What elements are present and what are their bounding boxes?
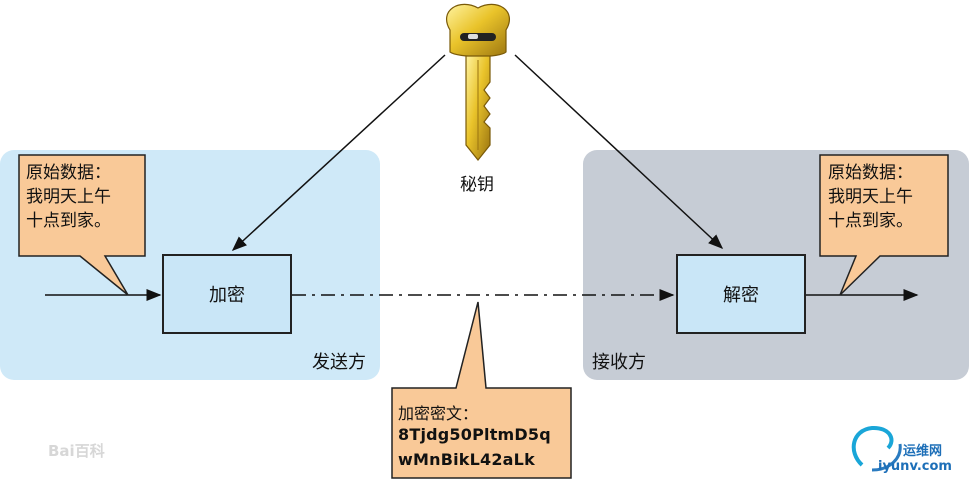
- receiver-original-data-text: 原始数据： 我明天上午 十点到家。: [828, 163, 913, 231]
- decrypt-box: 解密: [676, 254, 806, 334]
- key-to-encrypt-arrow: [231, 54, 446, 252]
- ciphertext-line-2: wMnBikL42aLk: [398, 450, 535, 469]
- receiver-callout-shape: [819, 154, 949, 296]
- decrypt-label: 解密: [723, 285, 759, 306]
- encrypt-box: 加密: [162, 254, 292, 334]
- encrypt-label: 加密: [209, 285, 245, 306]
- baidu-watermark: Bai百科: [48, 442, 105, 460]
- ciphertext-title: 加密密文：: [398, 404, 479, 423]
- cipher-callout-shape: [391, 301, 572, 479]
- ciphertext-line-1: 8Tjdg50PltmD5q: [398, 425, 551, 444]
- receiver-panel-label: 接收方: [592, 352, 646, 373]
- site-logo-url: iyunv.com: [878, 459, 952, 474]
- site-logo-title: 运维网: [903, 444, 943, 459]
- sender-panel-label: 发送方: [312, 352, 366, 373]
- site-logo-icon: [851, 425, 902, 472]
- sender-callout-shape: [18, 154, 146, 296]
- key-label: 秘钥: [460, 175, 494, 195]
- key-to-decrypt-arrow: [514, 54, 724, 250]
- sender-original-data-text: 原始数据： 我明天上午 十点到家。: [26, 163, 111, 231]
- key-icon: [446, 3, 510, 161]
